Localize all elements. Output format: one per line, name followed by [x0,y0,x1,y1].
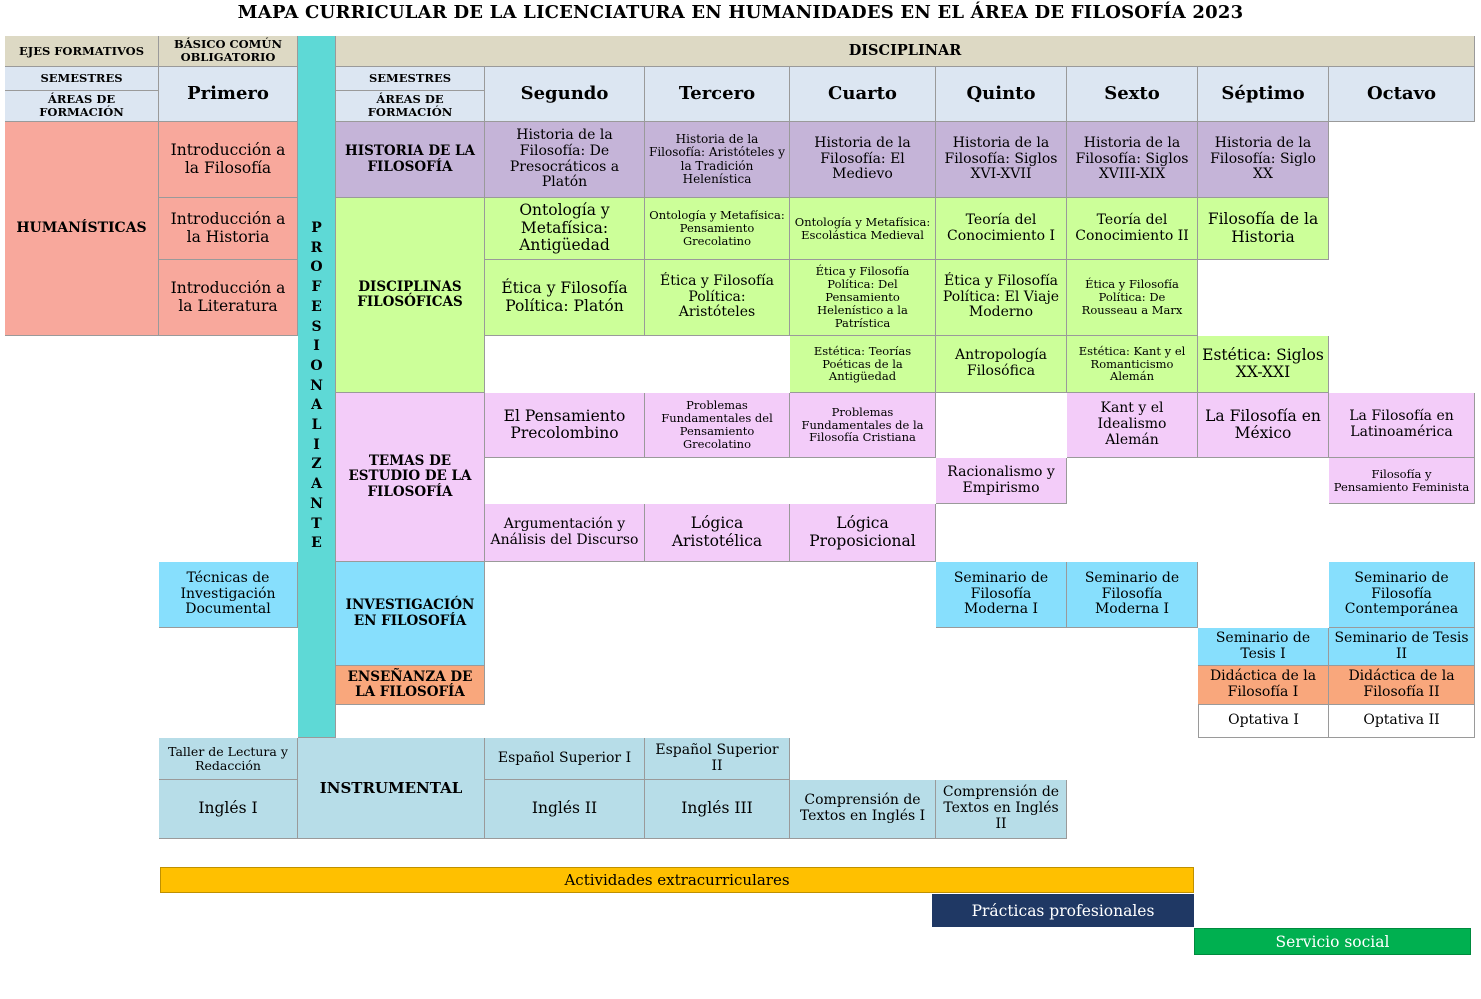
ejes-formativos-header: EJES FORMATIVOS [5,36,159,67]
course-optativa-1: Optativa I [1198,705,1329,738]
course-seminario-moderna-1: Seminario de Filosofía Moderna I [936,562,1067,628]
course-problemas-grecolatino: Problemas Fundamentales del Pensamiento … [645,393,790,458]
course-ontologia-1: Ontología y Metafísica: Antigüedad [485,198,645,260]
course-taller-lectura: Taller de Lectura y Redacción [159,738,298,780]
semestres-label: SEMESTRES [5,67,159,91]
course-kant-idealismo: Kant y el Idealismo Alemán [1067,393,1198,458]
course-espanol-2: Español Superior II [645,738,790,780]
course-teoria-conocimiento-1: Teoría del Conocimiento I [936,198,1067,260]
course-etica-1: Ética y Filosofía Política: Platón [485,260,645,336]
profesionalizante-letter: I [313,436,320,453]
profesionalizante-letter: P [311,220,322,237]
course-historia-4: Historia de la Filosofía: Siglos XVI-XVI… [936,122,1067,198]
semester-quinto: Quinto [936,67,1067,122]
profesionalizante-letter: E [311,535,322,552]
profesionalizante-letter: T [311,515,322,532]
course-filosofia-feminista: Filosofía y Pensamiento Feminista [1329,458,1475,504]
areas-formacion-label: ÁREAS DE FORMACIÓN [5,91,159,122]
profesionalizante-letter: R [310,239,323,256]
course-argumentacion: Argumentación y Análisis del Discurso [485,504,645,562]
semester-cuarto: Cuarto [790,67,936,122]
area-humanisticas: HUMANÍSTICAS [5,122,159,336]
bar-servicio-social: Servicio social [1194,928,1471,955]
area-historia-filosofia: HISTORIA DE LA FILOSOFÍA [336,122,485,198]
course-ingles-3: Inglés III [645,780,790,839]
course-pensamiento-precolombino: El Pensamiento Precolombino [485,393,645,458]
profesionalizante-letter: O [310,357,323,374]
course-filosofia-historia: Filosofía de la Historia [1198,198,1329,260]
course-comprension-1: Comprensión de Textos en Inglés I [790,780,936,839]
course-seminario-contemporanea: Seminario de Filosofía Contemporánea [1329,562,1475,628]
profesionalizante-letter: E [311,298,322,315]
semester-octavo: Octavo [1329,67,1475,122]
course-ingles-2: Inglés II [485,780,645,839]
course-estetica-1: Estética: Teorías Poéticas de la Antigüe… [790,336,936,393]
course-etica-2: Ética y Filosofía Política: Aristóteles [645,260,790,336]
course-historia-6: Historia de la Filosofía: Siglo XX [1198,122,1329,198]
profesionalizante-letter: F [311,279,322,296]
bar-practicas-profesionales: Prácticas profesionales [932,894,1194,927]
course-ingles-1: Inglés I [159,780,298,839]
area-instrumental: INSTRUMENTAL [298,738,485,839]
course-etica-4: Ética y Filosofía Política: El Viaje Mod… [936,260,1067,336]
profesionalizante-letter: L [311,417,322,434]
course-historia-3: Historia de la Filosofía: El Medievo [790,122,936,198]
course-estetica-2: Estética: Kant y el Romanticismo Alemán [1067,336,1198,393]
area-investigacion: INVESTIGACIÓN EN FILOSOFÍA [336,562,485,666]
course-didactica-2: Didáctica de la Filosofía II [1329,666,1475,705]
semester-segundo: Segundo [485,67,645,122]
area-temas-estudio: TEMAS DE ESTUDIO DE LA FILOSOFÍA [336,393,485,562]
course-problemas-cristiana: Problemas Fundamentales de la Filosofía … [790,393,936,458]
semestres-label-2: SEMESTRES [336,67,485,91]
course-etica-5: Ética y Filosofía Política: De Rousseau … [1067,260,1198,336]
disciplinar-header: DISCIPLINAR [336,36,1475,67]
course-espanol-1: Español Superior I [485,738,645,780]
area-ensenanza: ENSEÑANZA DE LA FILOSOFÍA [336,666,485,705]
course-seminario-tesis-2: Seminario de Tesis II [1329,628,1475,666]
semester-tercero: Tercero [645,67,790,122]
semester-primero: Primero [159,67,298,122]
course-historia-2: Historia de la Filosofía: Aristóteles y … [645,122,790,198]
profesionalizante-letter: A [311,476,322,493]
profesionalizante-letter: O [310,259,323,276]
course-seminario-moderna-2: Seminario de Filosofía Moderna I [1067,562,1198,628]
semester-septimo: Séptimo [1198,67,1329,122]
basico-comun-header: BÁSICO COMÚN OBLIGATORIO [159,36,298,67]
course-optativa-2: Optativa II [1329,705,1475,738]
course-historia-1: Historia de la Filosofía: De Presocrátic… [485,122,645,198]
course-teoria-conocimiento-2: Teoría del Conocimiento II [1067,198,1198,260]
course-ontologia-3: Ontología y Metafísica: Escolástica Medi… [790,198,936,260]
area-disciplinas-filosoficas: DISCIPLINAS FILOSÓFICAS [336,198,485,393]
course-didactica-1: Didáctica de la Filosofía I [1198,666,1329,705]
course-intro-literatura: Introducción a la Literatura [159,260,298,336]
course-historia-5: Historia de la Filosofía: Siglos XVIII-X… [1067,122,1198,198]
profesionalizante-letter: N [310,495,323,512]
profesionalizante-letter: N [310,377,323,394]
course-filosofia-latinoamerica: La Filosofía en Latinoamérica [1329,393,1475,458]
course-ontologia-2: Ontología y Metafísica: Pensamiento Grec… [645,198,790,260]
course-estetica-3: Estética: Siglos XX-XXI [1198,336,1329,393]
profesionalizante-letter: S [311,318,322,335]
course-seminario-tesis-1: Seminario de Tesis I [1198,628,1329,666]
course-comprension-2: Comprensión de Textos en Inglés II [936,780,1067,839]
semester-sexto: Sexto [1067,67,1198,122]
course-intro-filosofia: Introducción a la Filosofía [159,122,298,198]
areas-formacion-label-2: ÁREAS DE FORMACIÓN [336,91,485,122]
profesionalizante-letter: A [311,397,322,414]
course-intro-historia: Introducción a la Historia [159,198,298,260]
page-title: MAPA CURRICULAR DE LA LICENCIATURA EN HU… [237,2,1244,23]
course-antropologia: Antropología Filosófica [936,336,1067,393]
course-tecnicas-investigacion: Técnicas de Investigación Documental [159,562,298,628]
profesionalizante-letter: I [313,338,320,355]
course-etica-3: Ética y Filosofía Política: Del Pensamie… [790,260,936,336]
course-logica-proposicional: Lógica Proposicional [790,504,936,562]
profesionalizante-letter: Z [311,456,322,473]
course-filosofia-mexico: La Filosofía en México [1198,393,1329,458]
course-logica-aristotelica: Lógica Aristotélica [645,504,790,562]
course-racionalismo-empirismo: Racionalismo y Empirismo [936,458,1067,504]
bar-actividades-extracurriculares: Actividades extracurriculares [160,867,1194,893]
